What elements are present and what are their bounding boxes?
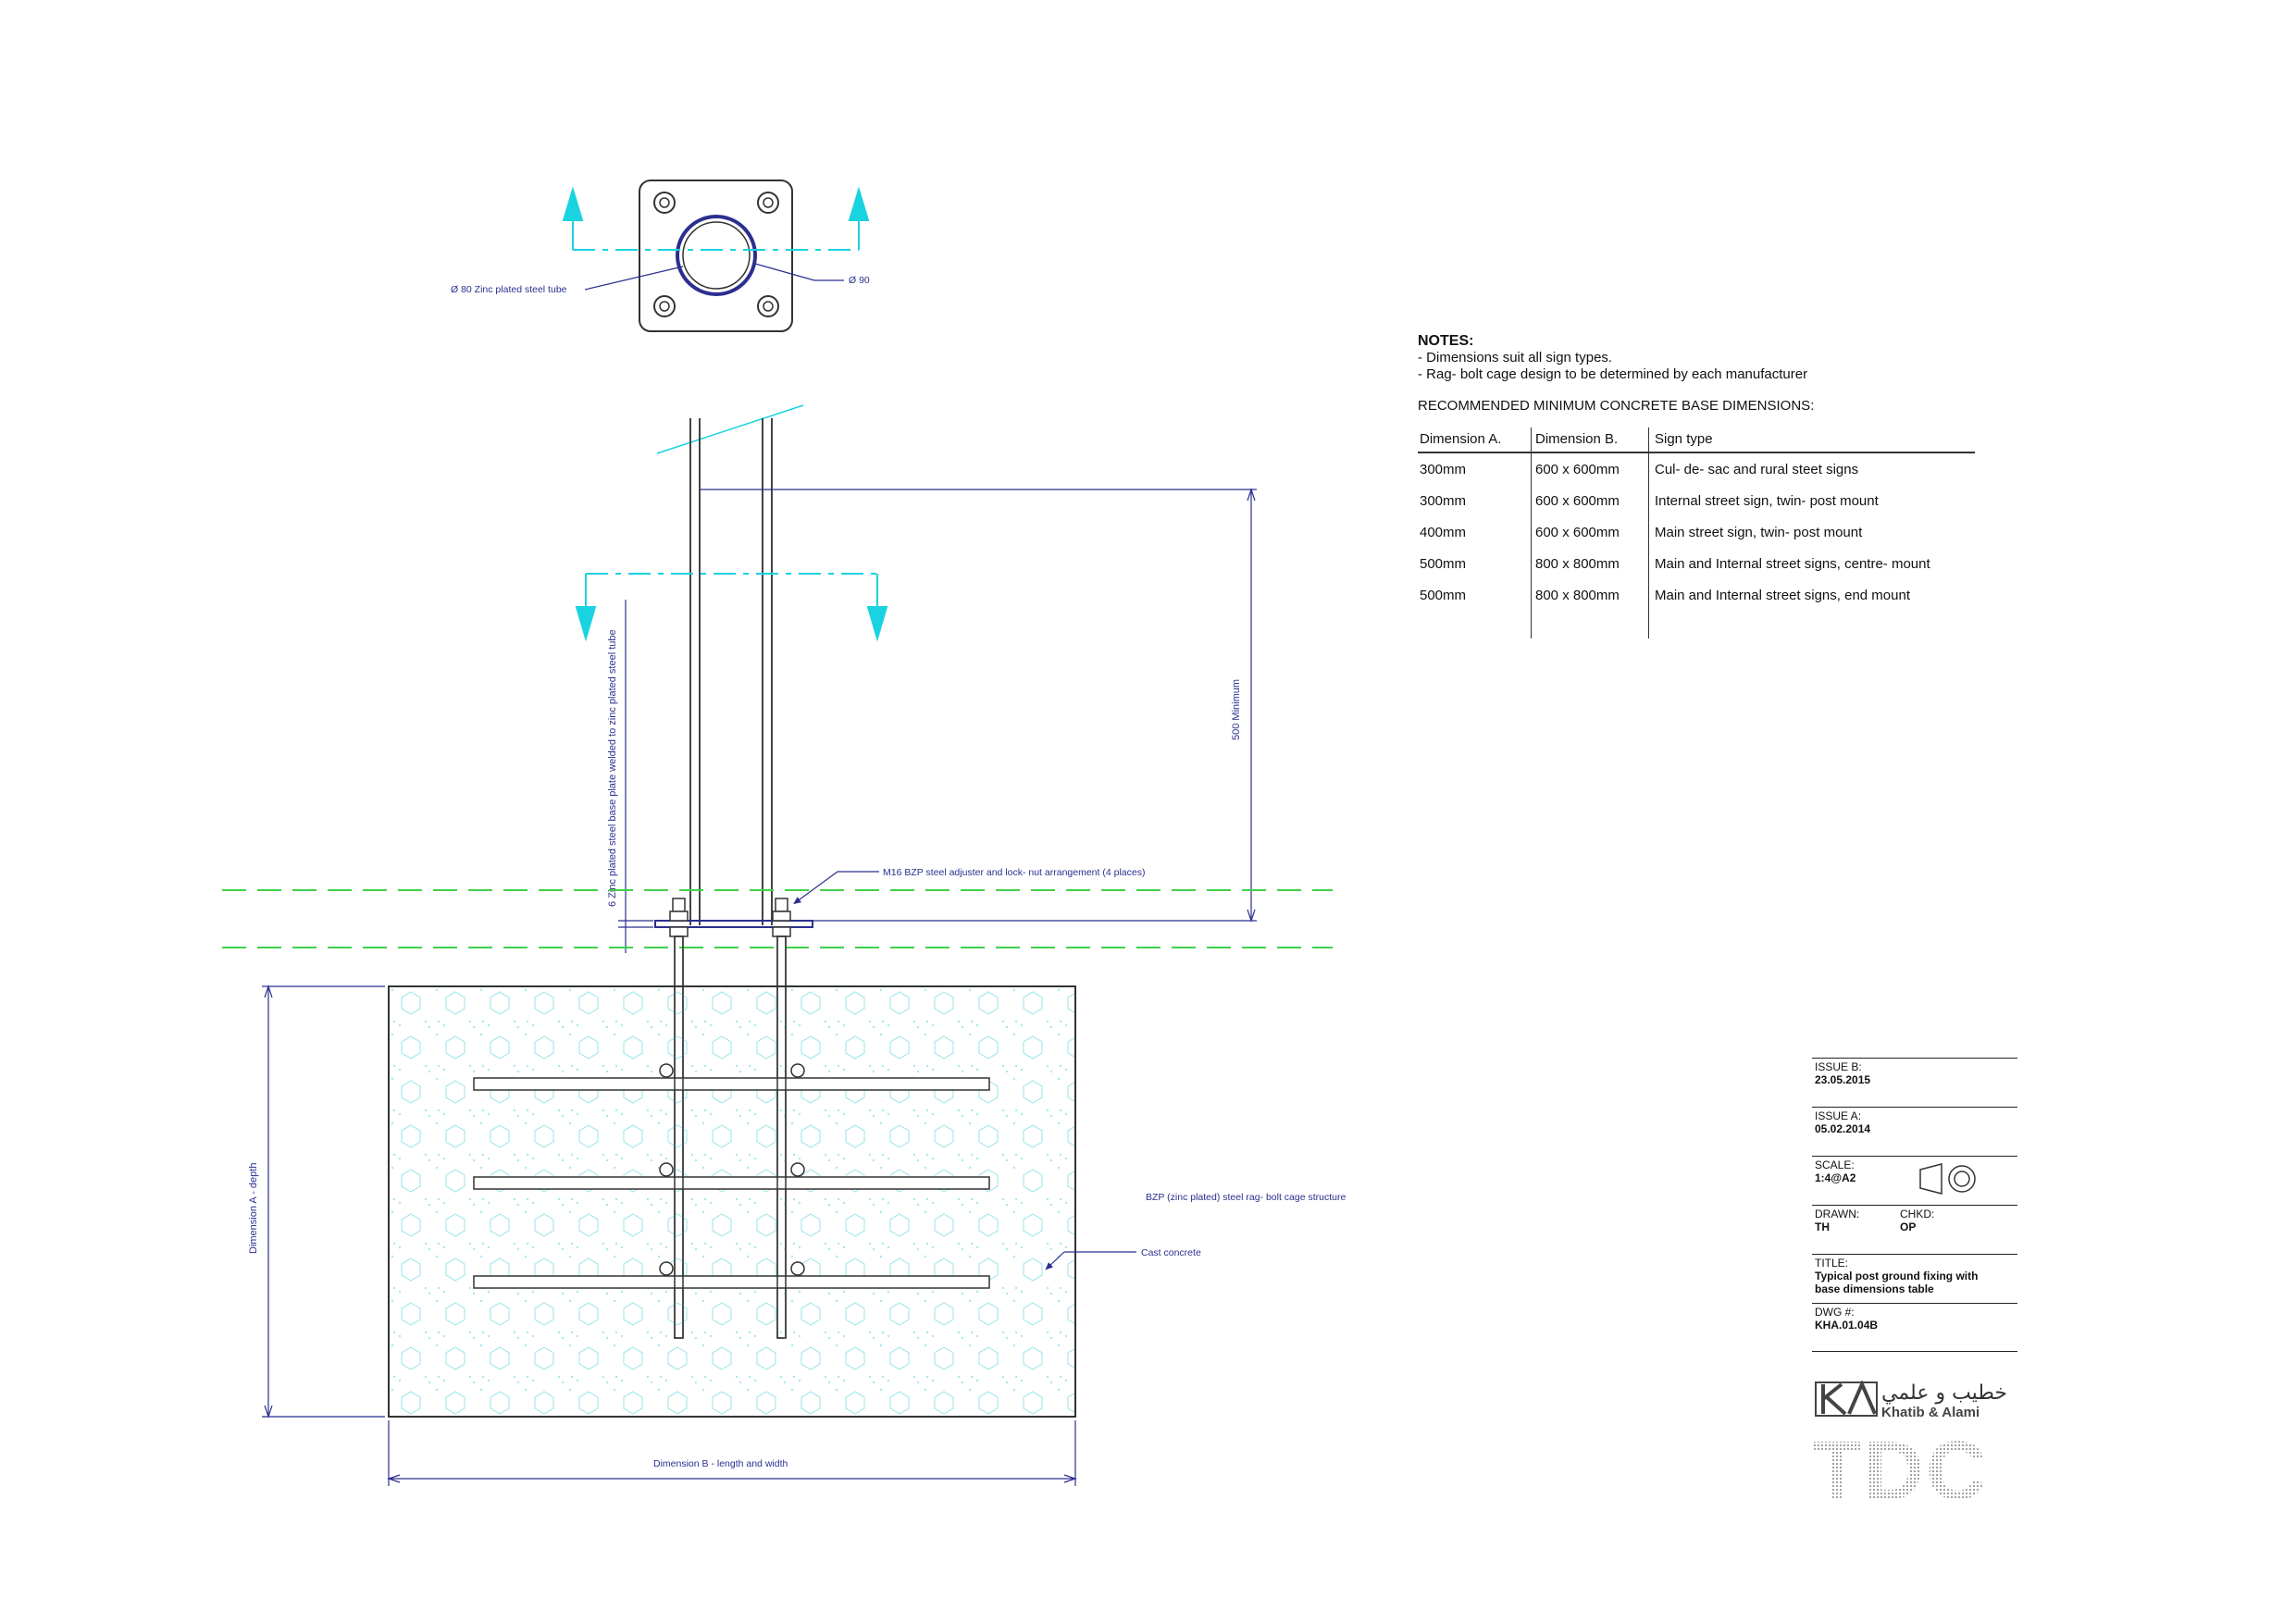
table-cell: 800 x 800mm <box>1531 548 1649 579</box>
dimension-a <box>262 985 385 1419</box>
ground-lines <box>222 889 1333 948</box>
company-name-english: Khatib & Alami <box>1881 1405 1980 1420</box>
title-label: TITLE: <box>1815 1257 1849 1270</box>
table-cell: Main and Internal street signs, end moun… <box>1648 579 1975 611</box>
issue-a-label: ISSUE A: <box>1815 1109 1862 1122</box>
section-arrows-plan <box>562 186 870 251</box>
cage-bars <box>473 1063 990 1289</box>
issue-a-date: 05.02.2014 <box>1815 1122 1871 1135</box>
column-header: Sign type <box>1648 427 1975 453</box>
bolt-bottom-left <box>653 295 676 317</box>
post-tube <box>689 418 773 925</box>
tube-label: Ø 80 Zinc plated steel tube <box>451 284 567 295</box>
notes-section: NOTES: - Dimensions suit all sign types.… <box>1418 333 2010 638</box>
dwg-number: KHA.01.04B <box>1815 1319 1879 1332</box>
drawn-checked-row: DRAWN: TH CHKD: OP <box>1812 1205 2017 1254</box>
table-row: 500mm 800 x 800mm Main and Internal stre… <box>1418 548 1975 579</box>
min-height-label: 500 Minimum <box>1231 679 1242 740</box>
issue-b-label: ISSUE B: <box>1815 1060 1862 1073</box>
table-cell: 600 x 600mm <box>1531 452 1649 485</box>
table-cell: 600 x 600mm <box>1531 516 1649 548</box>
table-cell: Main street sign, twin- post mount <box>1648 516 1975 548</box>
base-plate <box>654 920 813 928</box>
issue-b-date: 23.05.2015 <box>1815 1073 1871 1086</box>
dwg-row: DWG #: KHA.01.04B <box>1812 1303 2017 1352</box>
table-spacer-row <box>1418 611 1975 638</box>
checked-value: OP <box>1900 1220 1917 1233</box>
scale-value: 1:4@A2 <box>1815 1171 1856 1184</box>
table-cell: 600 x 600mm <box>1531 485 1649 516</box>
adjuster-label: M16 BZP steel adjuster and lock- nut arr… <box>883 867 1145 878</box>
scale-row: SCALE: 1:4@A2 <box>1812 1156 2017 1205</box>
table-row: 500mm 800 x 800mm Main and Internal stre… <box>1418 579 1975 611</box>
tube-outer <box>676 215 757 296</box>
table-cell: Main and Internal street signs, centre- … <box>1648 548 1975 579</box>
note-line: - Rag- bolt cage design to be determined… <box>1418 366 1808 382</box>
tube-inner <box>682 221 751 290</box>
tdc-logo: TDC <box>1811 1432 1988 1506</box>
bolt-bottom-right <box>757 295 779 317</box>
note-line: - Dimensions suit all sign types. <box>1418 350 1613 365</box>
table-cell: 800 x 800mm <box>1531 579 1649 611</box>
bolt-top-left <box>653 192 676 214</box>
table-cell: 500mm <box>1420 588 1467 603</box>
notes-title: NOTES: <box>1418 333 1474 349</box>
checked-label: CHKD: <box>1900 1208 1935 1220</box>
dwg-label: DWG #: <box>1815 1306 1855 1319</box>
dimension-b <box>387 1420 1077 1486</box>
khatib-alami-logo-icon <box>1815 1381 1878 1417</box>
drawn-label: DRAWN: <box>1815 1208 1860 1220</box>
title-row: TITLE: Typical post ground fixing with b… <box>1812 1254 2017 1303</box>
dimension-a-label: Dimension A - depth <box>248 1163 259 1254</box>
concrete-block <box>388 985 1076 1418</box>
table-cell: 300mm <box>1420 462 1467 477</box>
diameter-label: Ø 90 <box>849 275 870 286</box>
base-plate-plan <box>639 180 793 332</box>
table-heading: RECOMMENDED MINIMUM CONCRETE BASE DIMENS… <box>1418 398 1815 414</box>
section-arrows-elevation <box>575 573 888 642</box>
table-cell: 400mm <box>1420 525 1467 540</box>
table-cell: 500mm <box>1420 556 1467 572</box>
column-header: Dimension B. <box>1531 427 1649 453</box>
drawn-value: TH <box>1815 1220 1830 1233</box>
plan-view: Ø 80 Zinc plated steel tube Ø 90 <box>451 180 870 332</box>
drawing-title: Typical post ground fixing with base dim… <box>1815 1270 1979 1295</box>
base-plate-label: 6 Zinc plated steel base plate welded to… <box>607 629 618 907</box>
tdc-logo-text: TDC <box>1811 1432 1988 1506</box>
scale-label: SCALE: <box>1815 1158 1855 1171</box>
company-name-arabic: خطيب و علمي <box>1881 1381 2007 1405</box>
elevation-view: 500 Minimum 6 Zinc plated steel base pla… <box>222 404 1346 1486</box>
table-row: 300mm 600 x 600mm Cul- de- sac and rural… <box>1418 452 1975 485</box>
dimensions-table: Dimension A. Dimension B. Sign type 300m… <box>1418 427 1975 638</box>
title-block: ISSUE B: 23.05.2015 ISSUE A: 05.02.2014 … <box>1812 1058 2017 1352</box>
table-cell: 300mm <box>1420 493 1467 509</box>
table-row: 400mm 600 x 600mm Main street sign, twin… <box>1418 516 1975 548</box>
table-row: 300mm 600 x 600mm Internal street sign, … <box>1418 485 1975 516</box>
min-height-dimension <box>700 488 1257 923</box>
cage-label: BZP (zinc plated) steel rag- bolt cage s… <box>1146 1192 1346 1203</box>
dimension-b-label: Dimension B - length and width <box>653 1458 788 1469</box>
issue-b-row: ISSUE B: 23.05.2015 <box>1812 1058 2017 1107</box>
column-header: Dimension A. <box>1418 427 1532 453</box>
bolt-top-right <box>757 192 779 214</box>
table-cell: Internal street sign, twin- post mount <box>1648 485 1975 516</box>
issue-a-row: ISSUE A: 05.02.2014 <box>1812 1107 2017 1156</box>
table-cell: Cul- de- sac and rural steet signs <box>1648 452 1975 485</box>
concrete-label: Cast concrete <box>1141 1247 1201 1258</box>
table-header-row: Dimension A. Dimension B. Sign type <box>1418 427 1975 453</box>
projection-symbol-icon <box>1919 1163 1976 1195</box>
